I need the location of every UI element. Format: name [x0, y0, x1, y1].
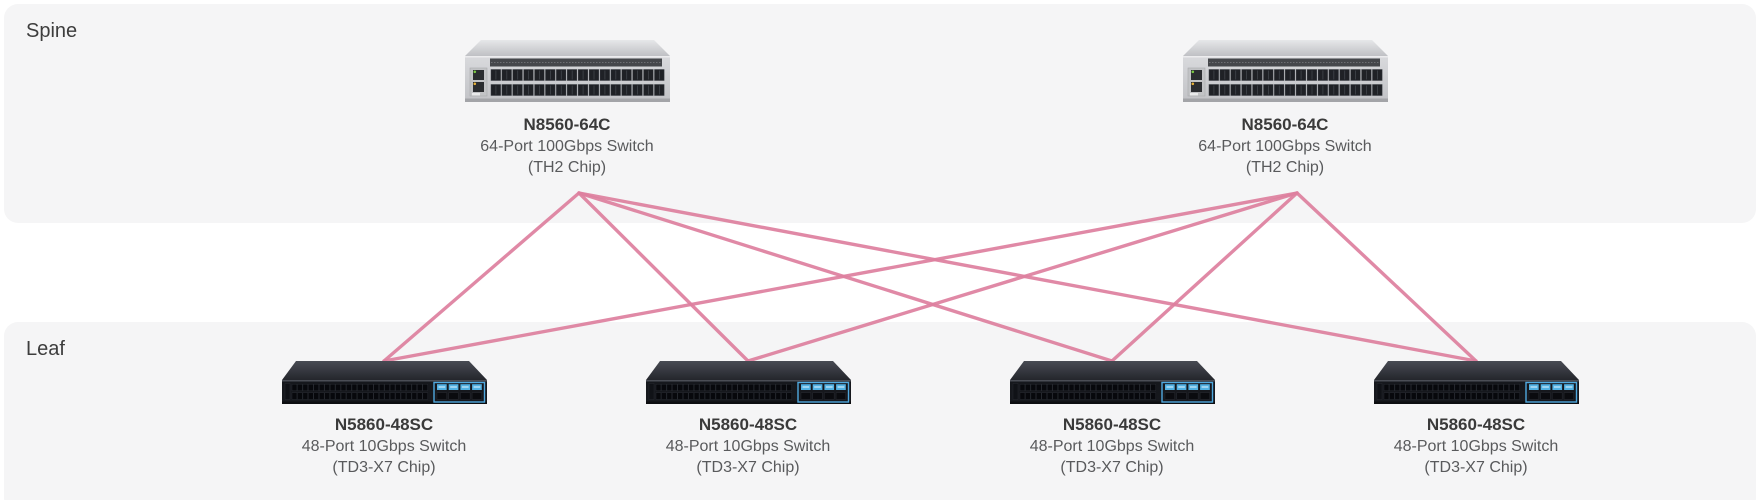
spine-node-0: N8560-64C 64-Port 100Gbps Switch (TH2 Ch…: [447, 40, 687, 178]
device-description-label: 48-Port 10Gbps Switch: [1029, 438, 1195, 455]
device-description-label: 64-Port 100Gbps Switch: [1198, 138, 1372, 155]
device-description-label: 48-Port 10Gbps Switch: [301, 438, 467, 455]
device-model-label: N5860-48SC: [698, 415, 798, 434]
device-description-label: 64-Port 100Gbps Switch: [480, 138, 654, 155]
spine-switch-image: [464, 40, 670, 102]
spine-node-1: N8560-64C 64-Port 100Gbps Switch (TH2 Ch…: [1165, 40, 1405, 178]
device-chip-label: (TH2 Chip): [1245, 159, 1325, 176]
device-model-label: N8560-64C: [523, 115, 611, 134]
leaf-switch-image: [281, 361, 487, 404]
device-chip-label: (TD3-X7 Chip): [696, 459, 800, 476]
device-chip-label: (TD3-X7 Chip): [1060, 459, 1164, 476]
device-model-label: N5860-48SC: [334, 415, 434, 434]
spine-switch-image: [1182, 40, 1388, 102]
leaf-node-1: N5860-48SC 48-Port 10Gbps Switch (TD3-X7…: [628, 361, 868, 478]
leaf-switch-image: [645, 361, 851, 404]
leaf-switch-image: [1373, 361, 1579, 404]
leaf-node-0: N5860-48SC 48-Port 10Gbps Switch (TD3-X7…: [264, 361, 504, 478]
spine-layer-label: Spine: [26, 20, 78, 42]
device-model-label: N8560-64C: [1241, 115, 1329, 134]
spine-layer-panel: Spine: [4, 4, 1756, 223]
device-chip-label: (TD3-X7 Chip): [332, 459, 436, 476]
leaf-node-2: N5860-48SC 48-Port 10Gbps Switch (TD3-X7…: [992, 361, 1232, 478]
leaf-switch-image: [1009, 361, 1215, 404]
device-model-label: N5860-48SC: [1062, 415, 1162, 434]
device-chip-label: (TH2 Chip): [527, 159, 607, 176]
leaf-node-3: N5860-48SC 48-Port 10Gbps Switch (TD3-X7…: [1356, 361, 1596, 478]
device-description-label: 48-Port 10Gbps Switch: [1393, 438, 1559, 455]
leaf-layer-label: Leaf: [26, 338, 65, 360]
device-description-label: 48-Port 10Gbps Switch: [665, 438, 831, 455]
device-chip-label: (TD3-X7 Chip): [1424, 459, 1528, 476]
device-model-label: N5860-48SC: [1426, 415, 1526, 434]
